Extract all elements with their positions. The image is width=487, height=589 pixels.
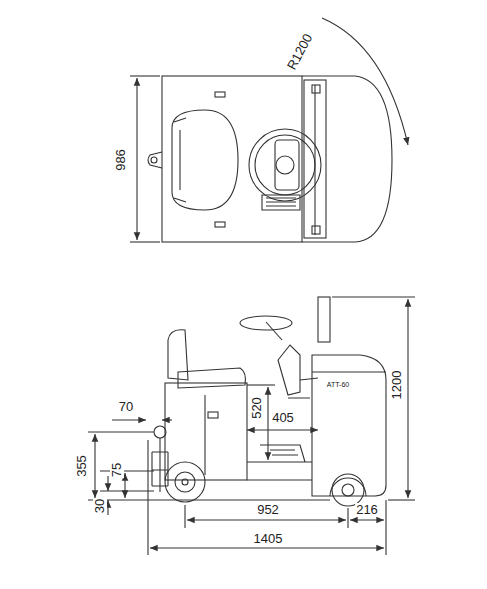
- dimension-label: 30: [93, 498, 107, 514]
- dimension-label: 952: [256, 503, 280, 517]
- model-badge: ATT-60: [326, 381, 350, 389]
- dimension-label: R1200: [284, 31, 315, 73]
- dimension-label: 520: [250, 396, 264, 420]
- dimension-label: 1200: [390, 370, 404, 401]
- dimension-label: 216: [355, 503, 379, 517]
- dimension-label: 405: [271, 411, 295, 425]
- dimension-label: 1405: [253, 532, 284, 546]
- dimension-label: 355: [75, 454, 89, 478]
- dimension-label: 70: [118, 400, 134, 414]
- dimension-label: 986: [114, 148, 128, 172]
- dimension-label: 75: [110, 462, 124, 478]
